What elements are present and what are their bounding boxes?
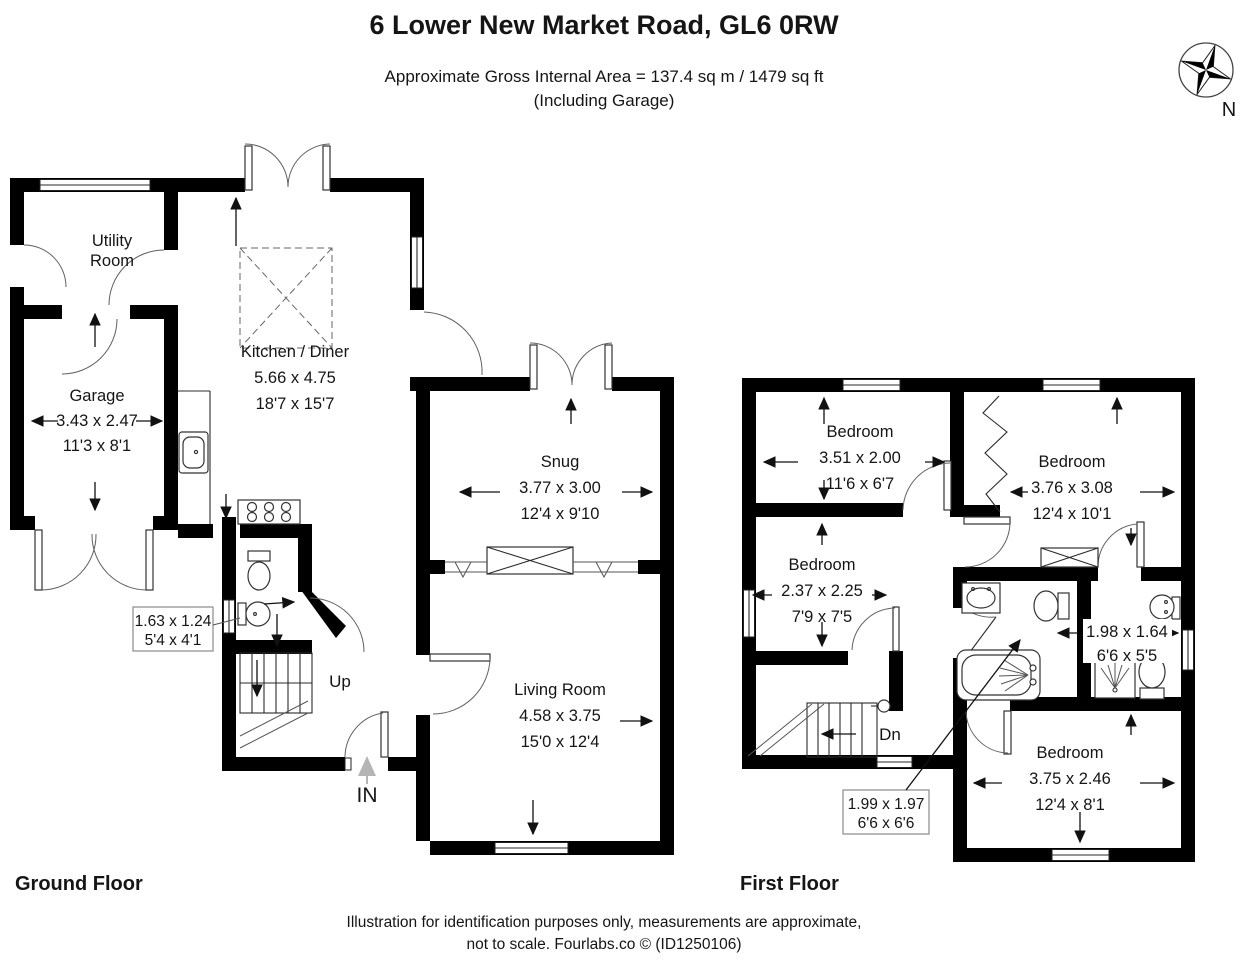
ground-floor-labels: Utility Room Garage 3.43 x 2.47 11'3 x 8… (15, 232, 606, 895)
compass-icon: N (1178, 42, 1236, 121)
door-leaf (1136, 521, 1145, 568)
kitchen-sink (178, 390, 211, 524)
room-dim-bedroom1-imperial: 11'6 x 6'7 (826, 475, 894, 493)
room-label-bedroom3: Bedroom (789, 556, 856, 574)
kitchen-island (239, 247, 333, 349)
garage-door-leaf (34, 529, 43, 591)
page-title: 6 Lower New Market Road, GL6 0RW (369, 10, 839, 40)
room-dim-bedroom2-imperial: 12'4 x 10'1 (1033, 505, 1112, 523)
landing-dim-imperial: 6'6 x 6'6 (858, 815, 915, 832)
room-dim-bedroom4-metric: 3.75 x 2.46 (1029, 770, 1111, 788)
wc-dim-imperial: 5'4 x 4'1 (145, 632, 202, 649)
room-label-living: Living Room (514, 681, 606, 699)
wc-toilet-icon (247, 550, 271, 591)
door-leaf (943, 460, 952, 511)
french-door-leaf (244, 145, 253, 191)
snug-wardrobe (445, 546, 638, 579)
newel-post (877, 699, 891, 713)
room-dim-garage-imperial: 11'3 x 8'1 (63, 437, 131, 455)
room-dim-living-metric: 4.58 x 3.75 (519, 707, 601, 725)
stairs-down (747, 699, 891, 758)
door-leaf (963, 516, 1011, 525)
landing-dimension-box: 1.99 x 1.97 6'6 x 6'6 (842, 638, 1021, 835)
ground-floor-windows (39, 179, 569, 854)
stairs-up-label: Up (329, 672, 351, 691)
entrance-door-leaf (380, 711, 389, 758)
bathtub-icon (956, 649, 1041, 701)
hob-icon (237, 499, 301, 525)
door-leaf (892, 606, 900, 652)
ensuite-basin-icon (1149, 594, 1181, 620)
wc-basin-icon (237, 601, 271, 627)
room-label-garage: Garage (69, 387, 124, 405)
landing-dim-metric: 1.99 x 1.97 (848, 796, 925, 813)
header: 6 Lower New Market Road, GL6 0RW Approxi… (369, 10, 839, 110)
first-floor-dim-arrows (751, 396, 1180, 844)
room-dim-kitchen-imperial: 18'7 x 15'7 (256, 395, 335, 413)
stairs-up (239, 652, 313, 749)
french-door-leaf (529, 344, 538, 390)
first-floor-doors (851, 460, 1145, 755)
first-floor-title: First Floor (740, 873, 839, 895)
first-floor-windows (743, 379, 1194, 861)
room-dim-bedroom3-imperial: 7'9 x 7'5 (792, 608, 852, 626)
compass-north-label: N (1222, 99, 1236, 121)
french-door-leaf (322, 145, 331, 191)
ground-floor-dim-arrows (30, 196, 654, 836)
room-label-bedroom2: Bedroom (1039, 453, 1106, 471)
bedroom2-wardrobe (1040, 547, 1099, 568)
room-dim-kitchen-metric: 5.66 x 4.75 (254, 369, 336, 387)
wc-dimension-box: 1.63 x 1.24 5'4 x 4'1 (132, 606, 241, 652)
room-label-utility-1: Utility (92, 232, 133, 250)
room-dim-living-imperial: 15'0 x 12'4 (521, 733, 600, 751)
closet-bifold-doors (982, 395, 1008, 513)
ground-floor-doors (23, 143, 613, 758)
bathroom-toilet-icon (1033, 590, 1070, 622)
room-dim-bedroom2-metric: 3.76 x 3.08 (1031, 479, 1113, 497)
bathroom-vanity-icon (961, 582, 1001, 614)
disclaimer-line-2: not to scale. Fourlabs.co © (ID1250106) (466, 936, 741, 953)
room-label-bedroom1: Bedroom (827, 423, 894, 441)
room-label-snug: Snug (541, 453, 580, 471)
room-dim-snug-imperial: 12'4 x 9'10 (521, 505, 600, 523)
room-dim-bedroom1-metric: 3.51 x 2.00 (819, 449, 901, 467)
french-door-leaf (604, 344, 613, 390)
room-label-utility-2: Room (90, 252, 134, 270)
room-dim-garage-metric: 3.43 x 2.47 (56, 412, 138, 430)
door-leaf (1003, 710, 1012, 755)
ground-floor-fixtures (178, 247, 638, 749)
shower-room-label-bg (1083, 619, 1172, 663)
stairs-down-label: Dn (879, 725, 901, 744)
room-label-kitchen: Kitchen / Diner (241, 343, 350, 361)
area-subtitle: Approximate Gross Internal Area = 137.4 … (385, 67, 824, 86)
footer: Illustration for identification purposes… (347, 914, 862, 953)
room-dim-bedroom4-imperial: 12'4 x 8'1 (1035, 796, 1105, 814)
ground-floor-title: Ground Floor (15, 873, 143, 895)
wc-dim-metric: 1.63 x 1.24 (135, 613, 212, 630)
room-dim-bedroom3-metric: 2.37 x 2.25 (781, 582, 863, 600)
room-dim-shower-metric: 1.98 x 1.64 (1086, 623, 1168, 641)
ground-floor-walls (10, 178, 674, 855)
disclaimer-line-1: Illustration for identification purposes… (347, 914, 862, 931)
room-dim-shower-imperial: 6'6 x 5'5 (1097, 647, 1157, 665)
area-subtitle-2: (Including Garage) (534, 91, 675, 110)
garage-door-leaf (145, 529, 154, 591)
room-dim-snug-metric: 3.77 x 3.00 (519, 479, 601, 497)
room-label-bedroom4: Bedroom (1037, 744, 1104, 762)
first-floor-labels: Bedroom 3.51 x 2.00 11'6 x 6'7 Bedroom 3… (740, 423, 1172, 895)
entrance-in-label: IN (357, 784, 378, 807)
door-leaf (429, 653, 491, 662)
